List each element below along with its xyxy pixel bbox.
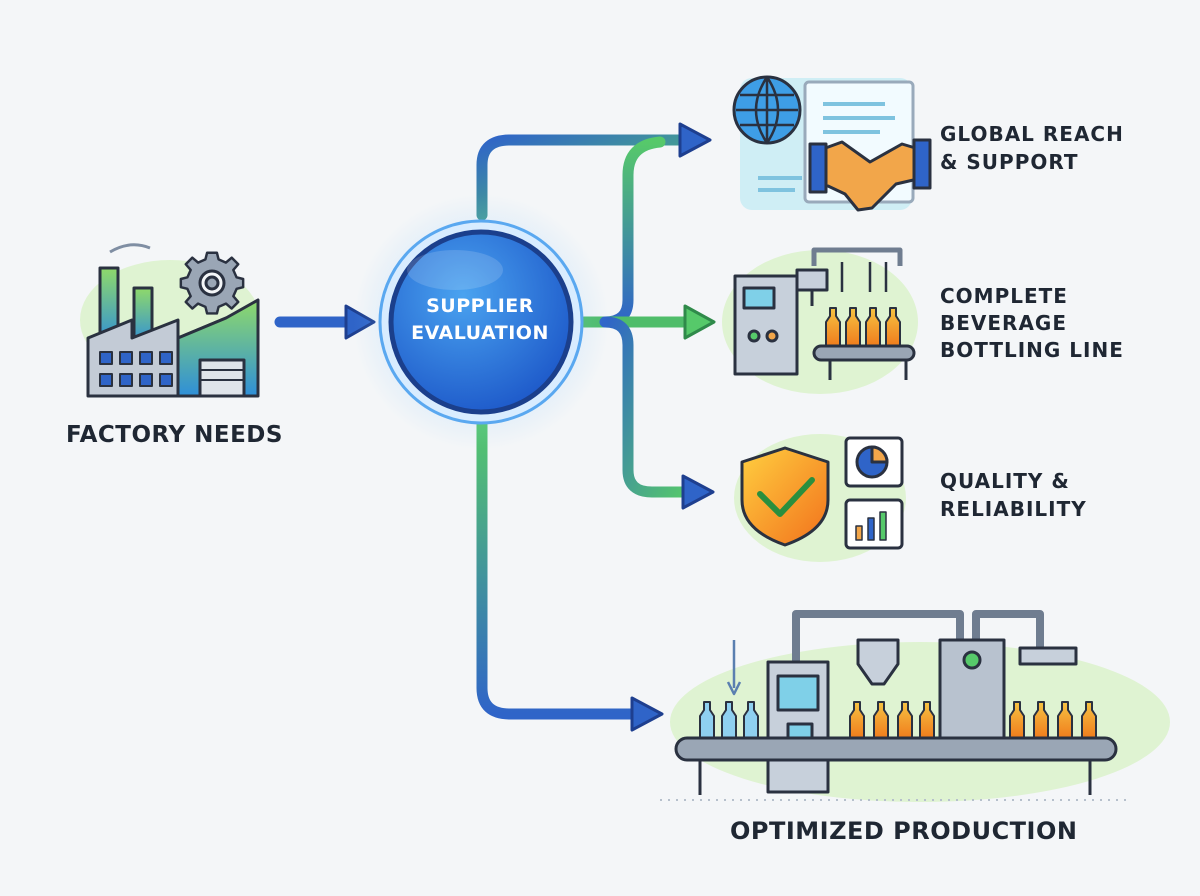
supplier-evaluation-line-1: SUPPLIER <box>426 295 534 317</box>
quality-label: QUALITY & RELIABILITY <box>940 467 1087 523</box>
bottling-line-label: COMPLETE BEVERAGE BOTTLING LINE <box>940 283 1124 364</box>
global-reach-label: GLOBAL REACH & SUPPORT <box>940 120 1124 176</box>
production-line-icon <box>660 610 1170 802</box>
arrow-head <box>681 474 715 510</box>
globe-document-handshake-icon <box>732 75 932 212</box>
bottling-line-line-1: COMPLETE <box>940 284 1068 308</box>
quality-line-1: QUALITY & <box>940 469 1070 493</box>
supplier-evaluation-node <box>353 194 609 450</box>
arrow-to-global-reach <box>476 134 686 221</box>
factory-with-gear-icon <box>80 243 260 398</box>
arrow-to-optimized-production <box>476 414 646 720</box>
supplier-evaluation-line-2: EVALUATION <box>411 322 549 344</box>
supplier-evaluation-label: SUPPLIER EVALUATION <box>395 293 565 347</box>
bottling-line-line-3: BOTTLING LINE <box>940 338 1124 362</box>
arrow-head <box>678 122 712 158</box>
arrow-head <box>630 696 664 732</box>
shield-check-charts-icon <box>734 434 906 562</box>
optimized-production-label: OPTIMIZED PRODUCTION <box>730 816 1077 846</box>
optimized-production-line-1: OPTIMIZED PRODUCTION <box>730 817 1078 845</box>
arrow-to-quality <box>599 316 696 498</box>
arrow-head <box>683 304 716 340</box>
global-reach-line-2: & SUPPORT <box>940 150 1079 174</box>
bottling-machine-icon <box>722 247 918 394</box>
bottling-line-line-2: BEVERAGE <box>940 311 1068 335</box>
factory-needs-label: FACTORY NEEDS <box>66 421 283 450</box>
quality-line-2: RELIABILITY <box>940 497 1087 521</box>
flow-connectors <box>274 122 716 732</box>
global-reach-line-1: GLOBAL REACH <box>940 122 1124 146</box>
factory-needs-line-1: FACTORY NEEDS <box>66 422 283 448</box>
